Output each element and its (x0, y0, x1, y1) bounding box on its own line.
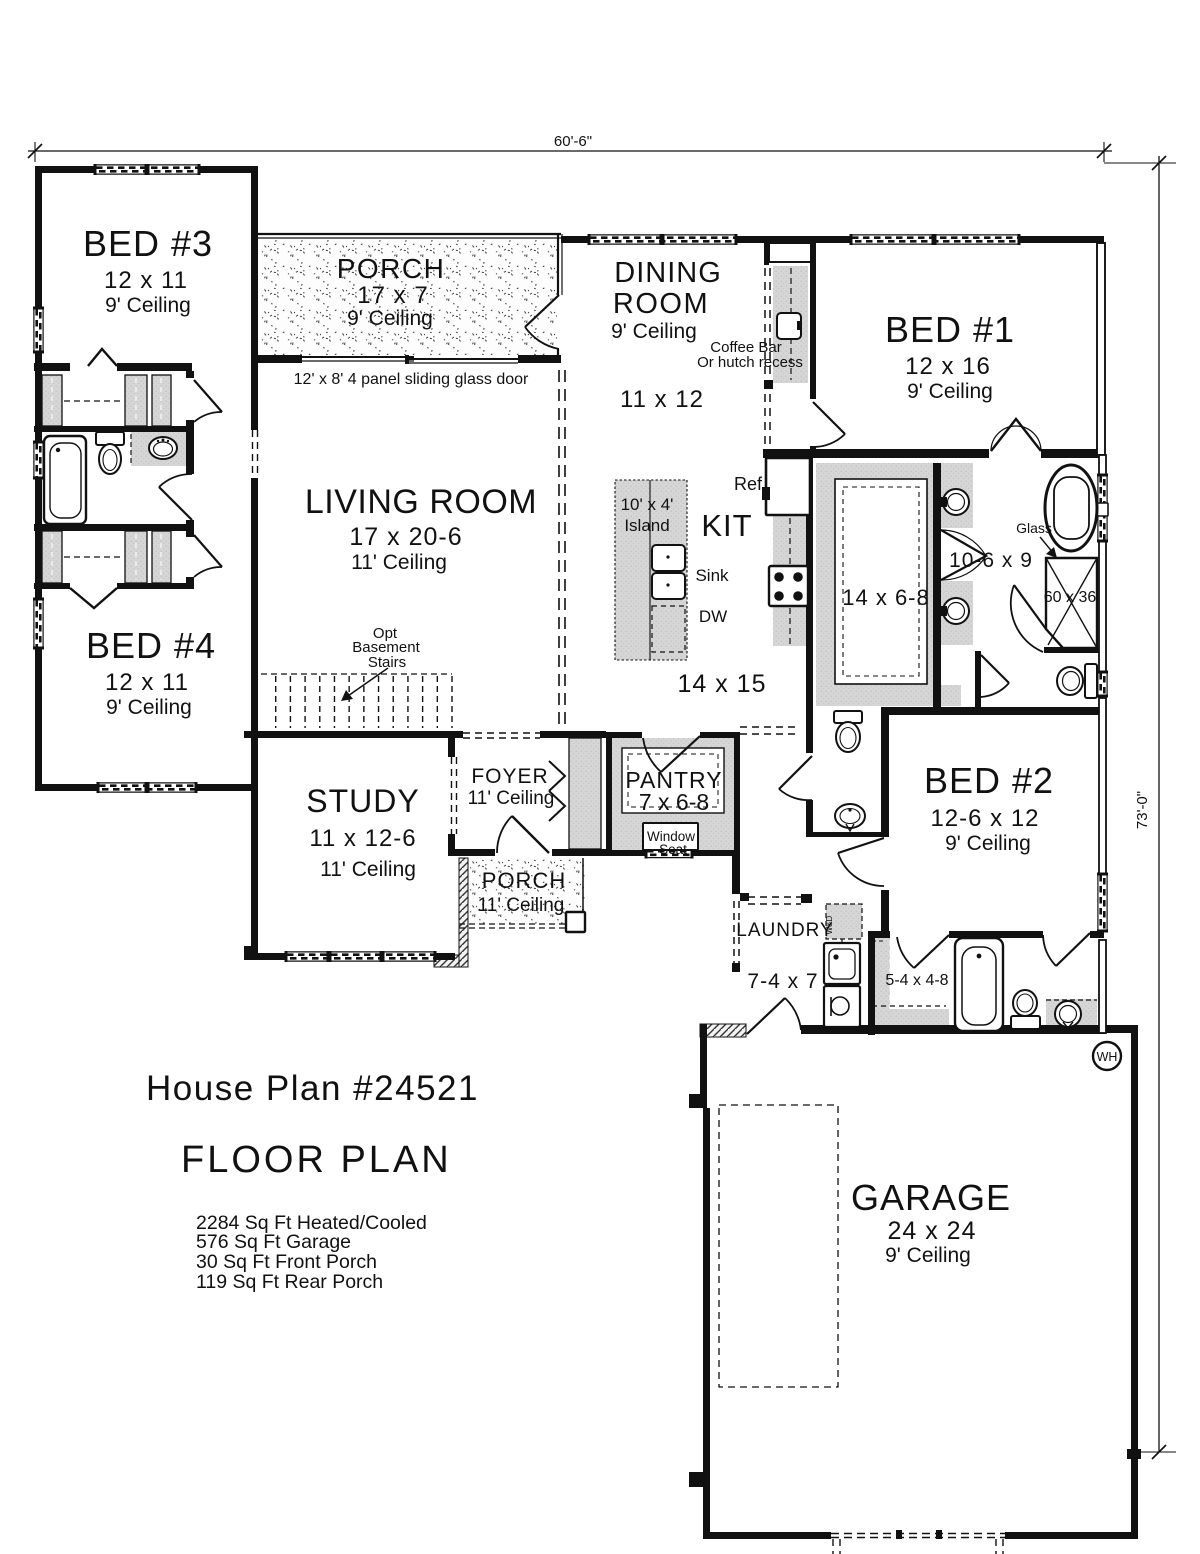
svg-text:14 x 15: 14 x 15 (677, 670, 766, 698)
svg-text:11 x 12: 11 x 12 (620, 386, 704, 413)
svg-text:12 x 11: 12 x 11 (104, 267, 188, 294)
svg-text:11' Ceiling: 11' Ceiling (351, 551, 447, 574)
svg-text:W&D: W&D (825, 915, 834, 934)
svg-text:9' Ceiling: 9' Ceiling (611, 320, 697, 343)
svg-text:10-6 x 9: 10-6 x 9 (949, 549, 1033, 572)
svg-text:Seat: Seat (659, 842, 687, 857)
svg-text:9' Ceiling: 9' Ceiling (105, 294, 191, 317)
svg-text:7 x 6-8: 7 x 6-8 (639, 789, 709, 815)
svg-text:House Plan #24521: House Plan #24521 (146, 1069, 479, 1108)
svg-text:PORCH: PORCH (482, 868, 566, 893)
svg-text:KIT: KIT (701, 508, 752, 543)
svg-text:60 x 36: 60 x 36 (1044, 589, 1097, 606)
svg-text:STUDY: STUDY (306, 783, 419, 819)
svg-text:Sink: Sink (695, 566, 729, 585)
svg-text:12' x 8' 4 panel sliding glass: 12' x 8' 4 panel sliding glass door (294, 371, 529, 388)
svg-text:DW: DW (699, 607, 727, 626)
svg-text:9' Ceiling: 9' Ceiling (907, 380, 993, 403)
svg-text:DINING: DINING (614, 257, 722, 289)
svg-text:PORCH: PORCH (337, 253, 446, 284)
svg-text:BED #2: BED #2 (924, 760, 1054, 801)
svg-text:Ref: Ref (734, 474, 763, 494)
svg-text:9' Ceiling: 9' Ceiling (945, 832, 1031, 855)
svg-text:Or hutch recess: Or hutch recess (697, 354, 803, 371)
svg-text:11' Ceiling: 11' Ceiling (478, 895, 565, 916)
svg-text:Coffee Bar: Coffee Bar (710, 339, 781, 356)
svg-text:14 x 6-8: 14 x 6-8 (842, 585, 930, 610)
svg-text:GARAGE: GARAGE (851, 1177, 1011, 1218)
svg-text:11 x 12-6: 11 x 12-6 (309, 825, 416, 852)
svg-text:WH: WH (1097, 1050, 1118, 1064)
svg-text:ROOM: ROOM (613, 288, 709, 320)
svg-text:BED #3: BED #3 (83, 223, 213, 264)
svg-text:LAUNDRY: LAUNDRY (736, 920, 833, 941)
svg-text:Basement: Basement (352, 639, 420, 656)
svg-text:17 x 20-6: 17 x 20-6 (349, 523, 462, 551)
svg-text:7-4 x 7: 7-4 x 7 (747, 970, 818, 993)
svg-text:Island: Island (624, 516, 669, 535)
svg-text:Opt: Opt (373, 625, 398, 642)
svg-text:11' Ceiling: 11' Ceiling (468, 788, 555, 809)
svg-text:30 Sq Ft Front Porch: 30 Sq Ft Front Porch (196, 1251, 377, 1273)
svg-text:10' x 4': 10' x 4' (621, 495, 674, 514)
svg-text:60'-6": 60'-6" (554, 133, 592, 150)
svg-text:9' Ceiling: 9' Ceiling (885, 1244, 971, 1267)
svg-text:5-4 x 4-8: 5-4 x 4-8 (885, 972, 948, 989)
svg-text:12-6 x 12: 12-6 x 12 (930, 805, 1039, 832)
svg-text:119 Sq Ft Rear Porch: 119 Sq Ft Rear Porch (196, 1271, 383, 1293)
svg-text:9' Ceiling: 9' Ceiling (106, 696, 192, 719)
svg-text:576 Sq Ft Garage: 576 Sq Ft Garage (196, 1231, 351, 1253)
svg-text:11' Ceiling: 11' Ceiling (320, 858, 416, 881)
svg-text:12 x 11: 12 x 11 (105, 669, 189, 696)
svg-text:Window: Window (647, 829, 695, 844)
svg-text:FLOOR PLAN: FLOOR PLAN (181, 1139, 452, 1181)
svg-text:12 x 16: 12 x 16 (905, 353, 991, 380)
svg-text:2284 Sq Ft Heated/Cooled: 2284 Sq Ft Heated/Cooled (196, 1212, 427, 1234)
svg-text:9' Ceiling: 9' Ceiling (347, 307, 433, 330)
svg-text:24 x 24: 24 x 24 (887, 1217, 976, 1245)
svg-text:BED #4: BED #4 (86, 625, 216, 666)
svg-text:Stairs: Stairs (368, 654, 406, 671)
svg-text:17 x 7: 17 x 7 (357, 282, 428, 309)
svg-text:FOYER: FOYER (471, 765, 548, 788)
svg-text:PANTRY: PANTRY (625, 767, 722, 793)
svg-text:BED #1: BED #1 (885, 309, 1015, 350)
svg-text:73'-0": 73'-0" (1134, 791, 1151, 829)
svg-text:Glass: Glass (1016, 520, 1052, 536)
svg-text:LIVING ROOM: LIVING ROOM (305, 483, 537, 521)
